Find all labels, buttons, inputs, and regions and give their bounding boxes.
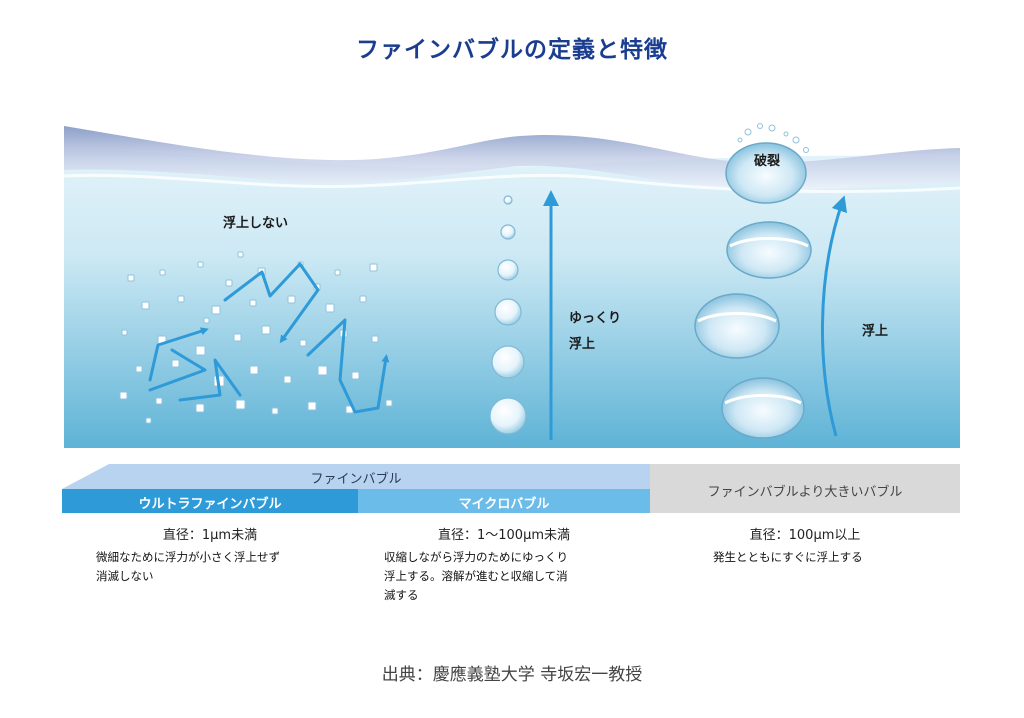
large-rise-label: 浮上 (862, 324, 889, 339)
page-title: ファインバブルの定義と特徴 (356, 37, 668, 63)
micro-band-label: マイクロバブル (458, 497, 550, 512)
ultra-fine-description: 微細なために浮力が小さく浮上せず 消滅しない (96, 550, 280, 583)
ultra-fine-band (62, 489, 358, 513)
ultra-fine-label: 浮上しない (223, 216, 289, 231)
burst-droplets (737, 123, 809, 153)
larger-diameter: 直径：100μm以上 (749, 528, 861, 543)
micro-diameter: 直径：1〜100μm未満 (437, 528, 571, 543)
burst-label: 破裂 (753, 154, 780, 169)
micro-slow-label: ゆっくり (569, 311, 622, 326)
large-bubbles (694, 142, 812, 439)
large-rise-arrow (821, 195, 848, 437)
fine-bubble-band (62, 464, 650, 489)
micro-bubbles (489, 195, 527, 435)
ultra-fine-band-label: ウルトラファインバブル (138, 497, 282, 512)
micro-band (358, 489, 650, 513)
ultra-fine-diameter: 直径：1μm未満 (162, 528, 258, 543)
bubble-scene (63, 123, 961, 448)
micro-description: 収縮しながら浮力のためにゆっくり 浮上する。溶解が進むと収縮して消 滅する (384, 550, 568, 602)
larger-description: 発生とともにすぐに浮上する (713, 550, 863, 564)
larger-bubble-band (650, 464, 960, 513)
micro-rise-label: 浮上 (569, 337, 596, 352)
brownian-motion-arrows (148, 262, 390, 414)
source-credit: 出典：慶應義塾大学 寺坂宏一教授 (381, 665, 643, 685)
larger-bubble-band-label: ファインバブルより大きいバブル (707, 485, 903, 500)
fine-bubble-band-label: ファインバブル (310, 472, 402, 487)
water-body (64, 150, 960, 448)
